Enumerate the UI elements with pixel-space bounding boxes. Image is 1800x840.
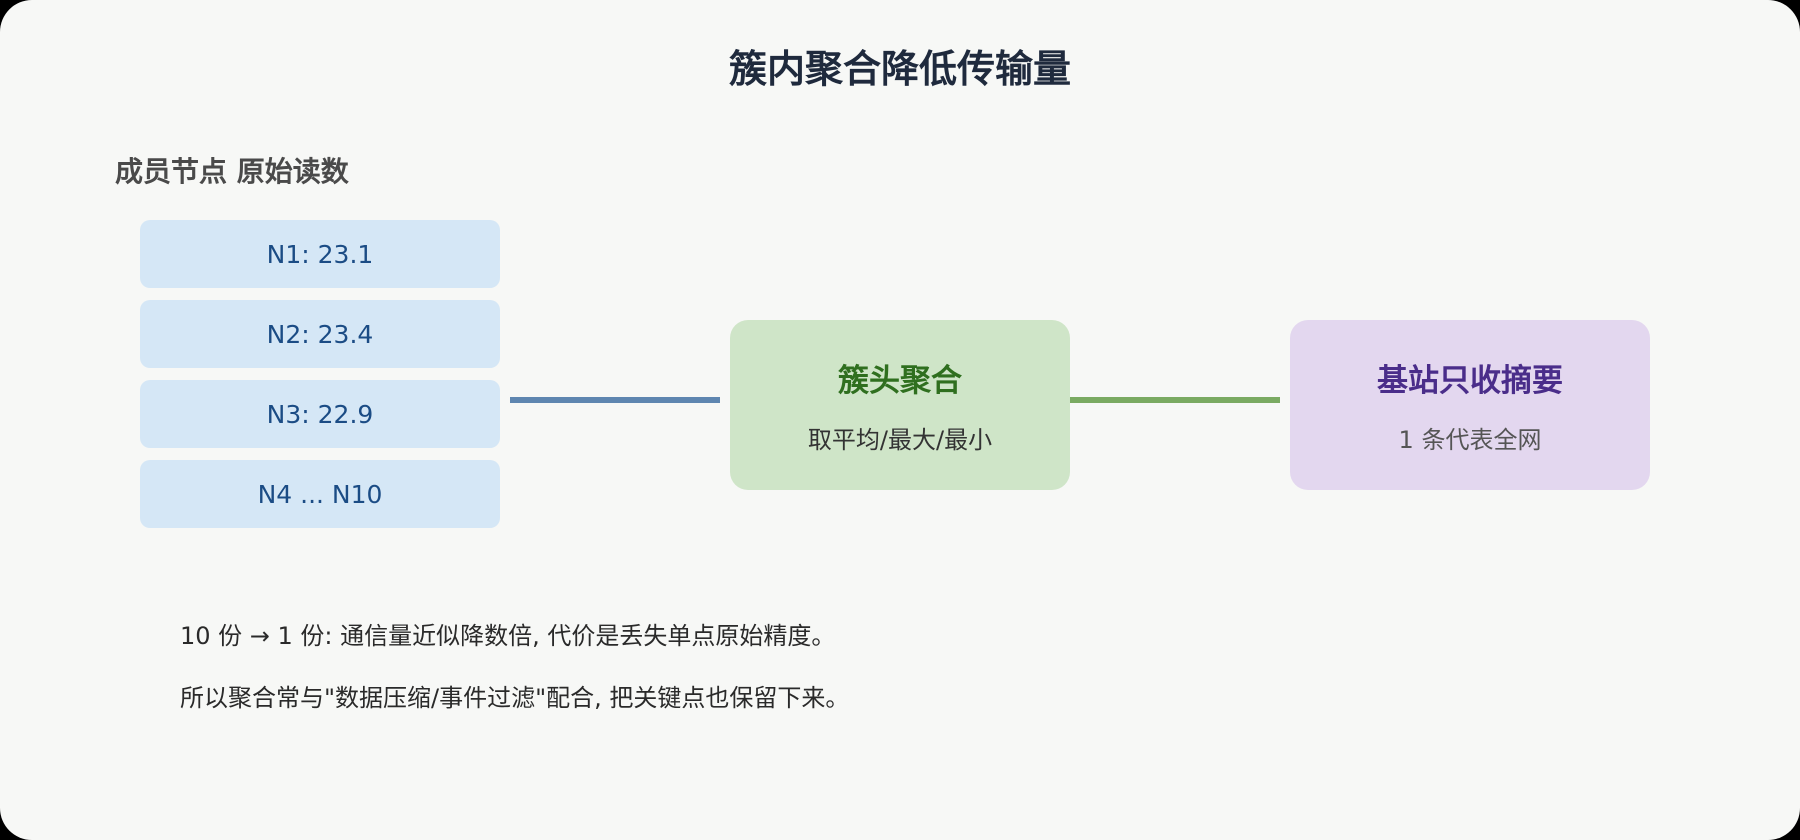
- member-node-n3: N3: 22.9: [140, 380, 500, 448]
- diagram-title: 簇内聚合降低传输量: [728, 47, 1071, 91]
- member-node-n1: N1: 23.1: [140, 220, 500, 288]
- note-line-2: 所以聚合常与"数据压缩/事件过滤"配合, 把关键点也保留下来。: [180, 684, 850, 712]
- note-line-1: 10 份 → 1 份: 通信量近似降数倍, 代价是丢失单点原始精度。: [180, 622, 836, 650]
- member-nodes-label: 成员节点 原始读数: [115, 155, 349, 188]
- cluster-head-subtitle: 取平均/最大/最小: [807, 426, 993, 454]
- cluster-head-title: 簇头聚合: [838, 363, 962, 399]
- base-station-subtitle: 1 条代表全网: [1398, 426, 1542, 454]
- base-station-box: 基站只收摘要 1 条代表全网: [1290, 320, 1650, 490]
- base-station-title: 基站只收摘要: [1377, 363, 1563, 399]
- member-node-n4-n10: N4 ... N10: [140, 460, 500, 528]
- member-node-n2: N2: 23.4: [140, 300, 500, 368]
- head-to-base-connector: [1070, 397, 1280, 403]
- cluster-head-box: 簇头聚合 取平均/最大/最小: [730, 320, 1070, 490]
- member-to-head-connector: [510, 397, 720, 403]
